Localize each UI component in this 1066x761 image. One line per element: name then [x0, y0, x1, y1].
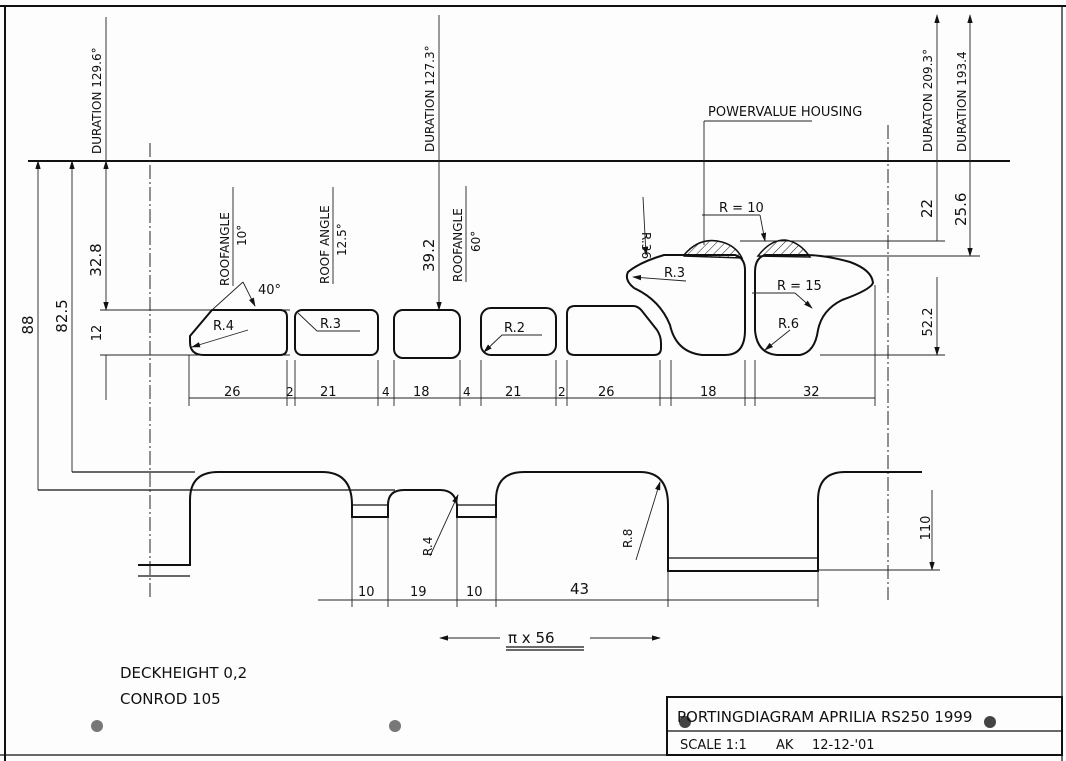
sheet-border	[0, 5, 1066, 761]
svg-text:π x 56: π x 56	[508, 629, 555, 647]
punch-hole	[984, 716, 996, 728]
bridge-width-dimensions: 10 19 10 43	[318, 517, 819, 607]
svg-text:R = 15: R = 15	[777, 279, 822, 294]
svg-text:26: 26	[224, 385, 241, 400]
svg-text:R.36: R.36	[639, 232, 653, 259]
drawing-scale: SCALE 1:1	[680, 738, 747, 753]
svg-text:26: 26	[598, 385, 615, 400]
svg-text:DURATION 127.3°: DURATION 127.3°	[423, 45, 437, 152]
svg-text:R.4: R.4	[213, 319, 234, 334]
port-2: R.3 ROOF ANGLE 12.5°	[294, 187, 379, 356]
svg-text:2: 2	[286, 385, 294, 399]
dim-82-5: 82.5	[53, 160, 75, 472]
svg-text:DURATON 209.3°: DURATON 209.3°	[921, 49, 935, 152]
port-1: 40° R.4 ROOFANGLE 10°	[189, 187, 288, 356]
port-exhaust-main: R.36 R.3	[625, 196, 746, 356]
svg-text:52.2: 52.2	[921, 308, 936, 337]
svg-text:40°: 40°	[258, 283, 281, 298]
drawing-author: AK	[776, 738, 794, 753]
port-exhaust-aux: R = 10 R = 15 R.6	[702, 201, 875, 356]
dim-88: 88	[19, 160, 41, 490]
svg-text:DURATION 129.6°: DURATION 129.6°	[90, 47, 104, 154]
svg-text:10°: 10°	[235, 225, 249, 246]
punch-hole	[679, 716, 691, 728]
duration-193-4: DURATION 193.4 25.6	[952, 14, 973, 257]
punch-hole	[389, 720, 401, 732]
dim-12: 12	[90, 325, 107, 400]
duration-129-6: DURATION 129.6°	[90, 17, 107, 161]
svg-text:10: 10	[466, 585, 483, 600]
conrod-note: CONROD 105	[120, 690, 221, 708]
svg-text:18: 18	[700, 385, 717, 400]
svg-text:22: 22	[918, 199, 936, 218]
circumference-dimension: π x 56	[439, 629, 661, 651]
svg-text:POWERVALUE HOUSING: POWERVALUE HOUSING	[708, 105, 862, 120]
port-4: R.2	[480, 307, 557, 356]
svg-text:DURATION 193.4: DURATION 193.4	[955, 51, 969, 152]
punch-hole	[91, 720, 103, 732]
svg-text:21: 21	[505, 385, 522, 400]
svg-text:R.4: R.4	[421, 537, 435, 556]
svg-text:4: 4	[463, 385, 471, 399]
title-block: PORTINGDIAGRAM APRILIA RS250 1999 SCALE …	[666, 696, 1063, 756]
port-3: ROOFANGLE 60°	[393, 186, 483, 359]
svg-text:R.2: R.2	[504, 321, 525, 336]
svg-text:10: 10	[358, 585, 375, 600]
svg-text:2: 2	[558, 385, 566, 399]
svg-text:R = 10: R = 10	[719, 201, 764, 216]
duration-209-3: DURATON 209.3° 22	[918, 14, 940, 241]
svg-text:ROOF ANGLE: ROOF ANGLE	[318, 205, 332, 284]
svg-text:R.6: R.6	[778, 317, 799, 332]
svg-text:19: 19	[410, 585, 427, 600]
svg-text:39.2: 39.2	[420, 239, 438, 272]
svg-text:43: 43	[570, 580, 589, 598]
svg-text:21: 21	[320, 385, 337, 400]
dim-52-2: 52.2	[921, 277, 940, 356]
duration-127-3: DURATION 127.3° 39.2	[420, 15, 442, 311]
svg-text:R.3: R.3	[664, 266, 685, 281]
port-width-dimensions: 26 2 21 4 18 4 21 2 26 18 32	[188, 285, 876, 406]
drawing-title: PORTINGDIAGRAM APRILIA RS250 1999	[677, 708, 972, 726]
drawing-date: 12-12-'01	[812, 738, 875, 753]
dim-32-8: 32.8	[87, 160, 109, 311]
liner-development: R.4 R.8 110	[138, 471, 940, 577]
svg-text:ROOFANGLE: ROOFANGLE	[451, 208, 465, 282]
svg-text:R.8: R.8	[621, 529, 635, 548]
svg-text:R.3: R.3	[320, 317, 341, 332]
powervalve-housing-label: POWERVALUE HOUSING	[703, 105, 862, 245]
svg-text:ROOFANGLE: ROOFANGLE	[218, 212, 232, 286]
port-5	[566, 305, 662, 356]
svg-text:12.5°: 12.5°	[335, 223, 349, 256]
svg-text:88: 88	[19, 315, 37, 334]
svg-text:4: 4	[382, 385, 390, 399]
svg-text:32: 32	[803, 385, 820, 400]
svg-text:82.5: 82.5	[53, 299, 71, 332]
svg-text:25.6: 25.6	[952, 193, 970, 226]
svg-text:32.8: 32.8	[87, 243, 105, 276]
svg-text:18: 18	[413, 385, 430, 400]
svg-text:12: 12	[90, 325, 105, 342]
svg-text:60°: 60°	[469, 231, 483, 252]
deckheight-note: DECKHEIGHT 0,2	[120, 664, 247, 682]
svg-text:110: 110	[919, 516, 934, 541]
